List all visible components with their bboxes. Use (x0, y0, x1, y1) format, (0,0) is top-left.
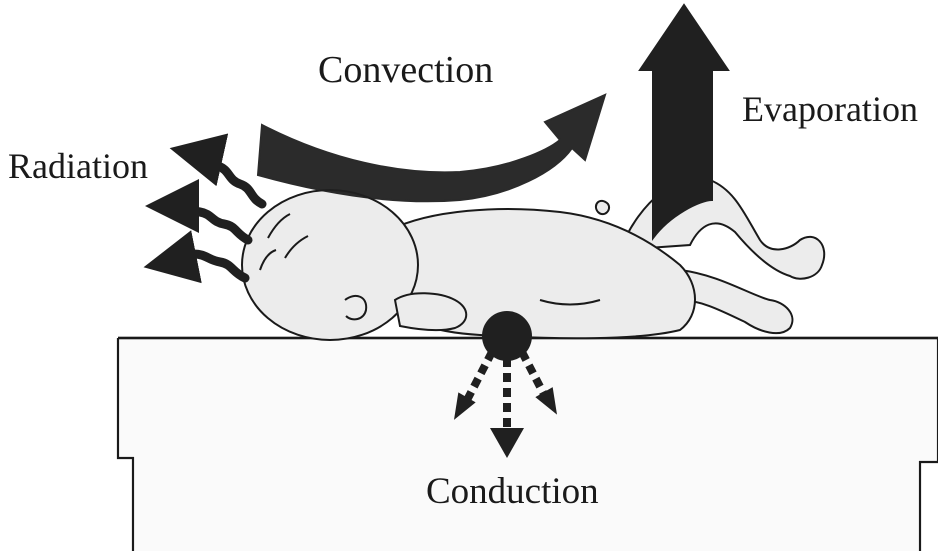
radiation-label: Radiation (8, 145, 148, 187)
evaporation-label: Evaporation (742, 88, 918, 130)
convection-label: Convection (318, 48, 493, 92)
conduction-label: Conduction (426, 470, 599, 513)
baby-figure (242, 178, 824, 340)
convection-arrow (258, 95, 605, 201)
